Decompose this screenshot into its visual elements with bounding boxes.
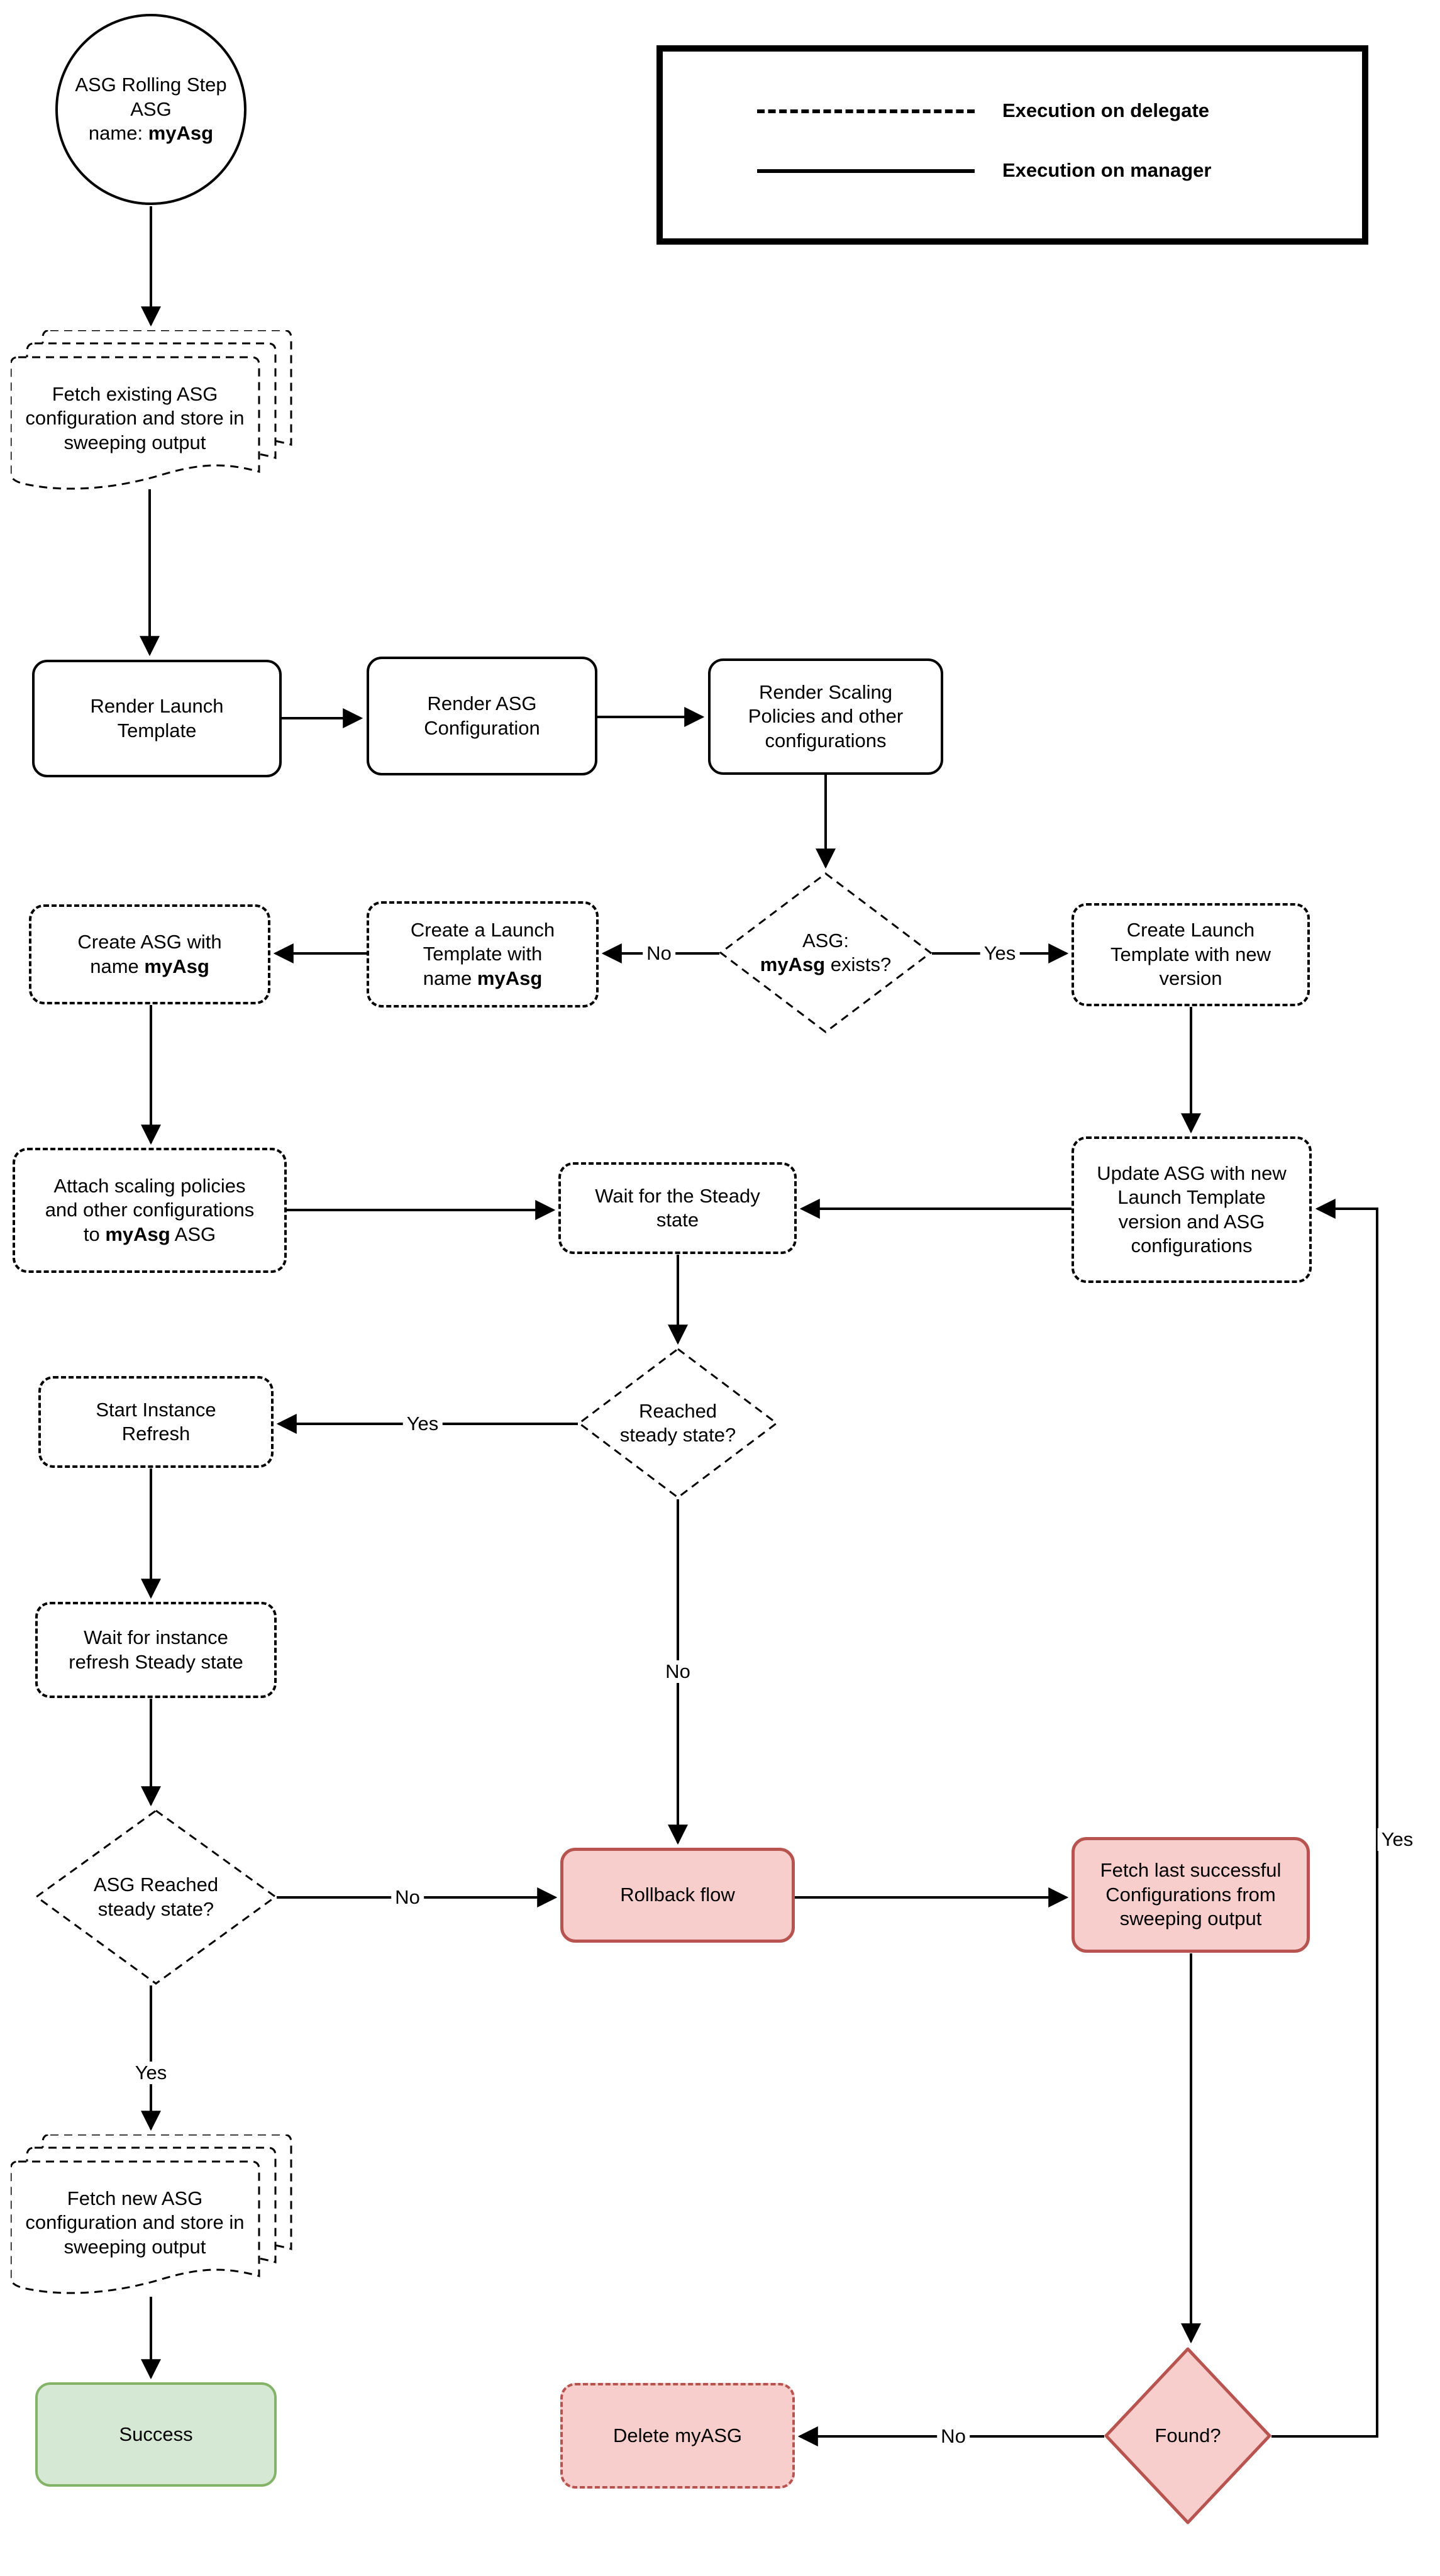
start-node-label: ASG Rolling Step ASG name: myAsg [75,74,227,145]
render-launch-template-node: Render Launch Template [32,660,282,777]
render-scaling-policies-node: Render Scaling Policies and other config… [708,658,943,775]
asg-reached-steady-state-decision: ASG Reached steady state? [35,1809,277,1985]
edge-label-found-no: No [937,2425,970,2448]
success-node: Success [35,2382,277,2487]
fetch-existing-config-node: Fetch existing ASG configuration and sto… [11,330,294,497]
legend-dashed-line-sample [757,109,975,113]
start-node: ASG Rolling Step ASG name: myAsg [55,14,246,205]
render-asg-configuration-node: Render ASG Configuration [367,657,597,775]
legend: Execution on delegate Execution on manag… [656,45,1368,245]
delete-myasg-node: Delete myASG [560,2383,795,2489]
asg-exists-decision: ASG: myAsg exists? [719,872,932,1033]
edge-label-reached-steady-no: No [662,1660,694,1683]
legend-delegate-label: Execution on delegate [1002,99,1210,121]
start-instance-refresh-node: Start Instance Refresh [38,1376,274,1468]
legend-manager-label: Execution on manager [1002,159,1212,181]
fetch-new-config-label: Fetch new ASG configuration and store in… [25,2187,245,2258]
wait-instance-refresh-node: Wait for instance refresh Steady state [35,1602,277,1698]
create-launch-template-node: Create a Launch Template with name myAsg [367,901,599,1008]
fetch-existing-config-label: Fetch existing ASG configuration and sto… [25,382,245,453]
edge-label-asg-exists-yes: Yes [980,942,1020,965]
reached-steady-state-decision: Reached steady state? [578,1348,778,1499]
create-launch-template-new-version-node: Create Launch Template with new version [1072,903,1310,1006]
rollback-flow-node: Rollback flow [560,1848,795,1943]
wait-steady-state-node: Wait for the Steady state [558,1162,797,1254]
found-decision: Found? [1104,2347,1271,2524]
update-asg-node: Update ASG with new Launch Template vers… [1072,1136,1312,1283]
edge-label-asg-reached-no: No [391,1886,424,1909]
edge-label-asg-exists-no: No [643,942,675,965]
edge-label-found-yes: Yes [1377,1828,1417,1851]
legend-solid-line-sample [757,169,975,173]
fetch-new-config-node: Fetch new ASG configuration and store in… [11,2135,294,2302]
attach-scaling-policies-node: Attach scaling policies and other config… [13,1148,287,1273]
fetch-last-successful-config-node: Fetch last successful Configurations fro… [1072,1837,1310,1953]
create-asg-node: Create ASG with name myAsg [29,904,270,1004]
edge-label-reached-steady-yes: Yes [402,1413,443,1435]
edge-label-asg-reached-yes: Yes [131,2062,171,2084]
